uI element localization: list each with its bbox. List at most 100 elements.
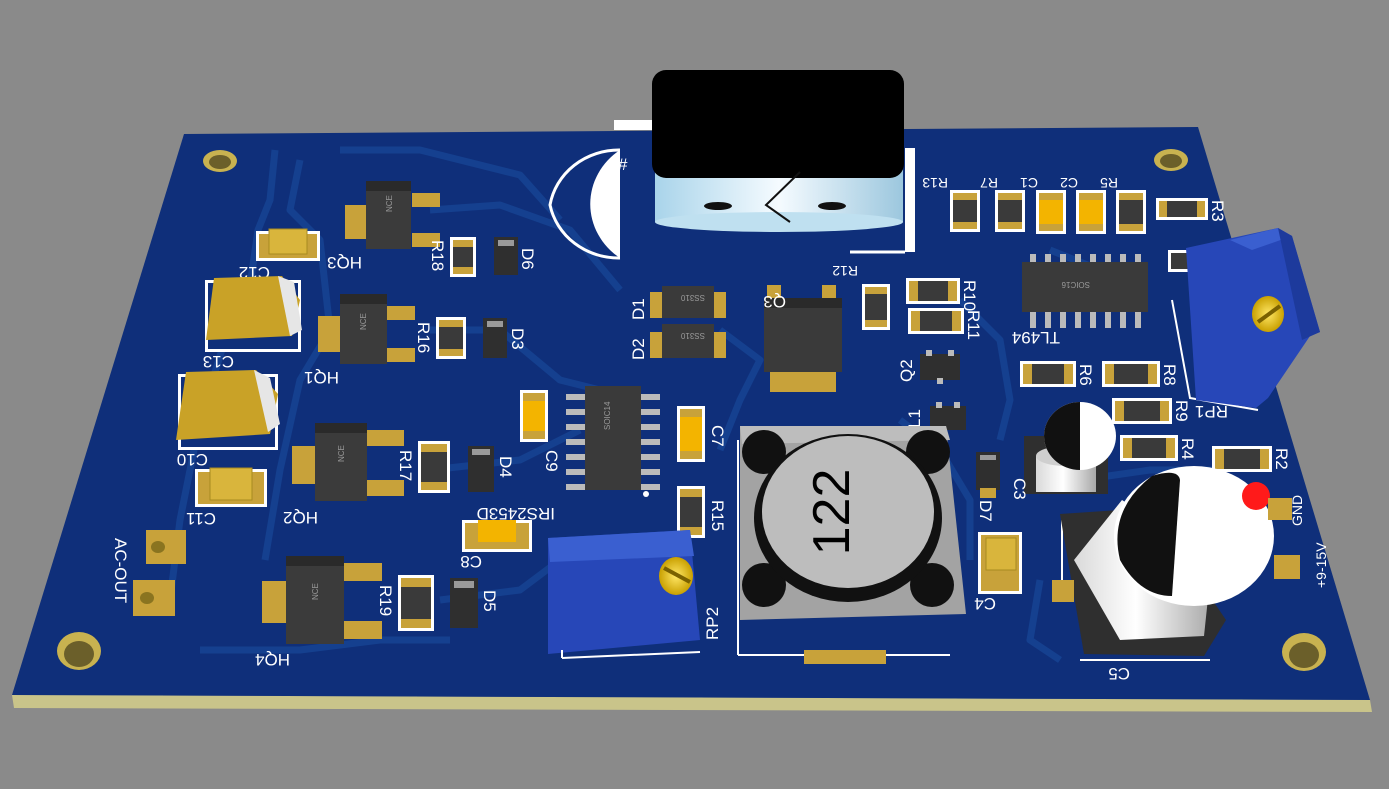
r19-label: R19 [376,585,395,616]
resistor-r13: R13 [922,175,980,232]
resistor-r6: R6 [1020,361,1095,387]
transistor-hq1: NCE HQ1 [304,294,415,387]
capacitor-c13: C13 [203,276,302,371]
d2-label: D2 [629,338,648,360]
resistor-r9: R9 [1112,398,1191,424]
diode-d6: D6 [494,237,537,275]
d5-label: D5 [480,590,499,612]
resistor-r3: R3 [1156,198,1227,222]
capacitor-c5: C5 [1052,466,1274,683]
capacitor-c10: C10 [176,370,280,469]
r11-label: R11 [964,310,983,340]
trimmer-rp1: RP1 [1171,228,1320,421]
c6-top [652,70,904,178]
diode-d4: D4 [468,446,515,492]
q2-label: Q2 [897,359,916,382]
c10-label: C10 [177,450,208,469]
d1-label: D1 [629,298,648,320]
resistor-r15: R15 [677,486,727,538]
mounting-hole [203,150,237,172]
r18-label: R18 [428,240,447,271]
c6-plus-mark: # [618,155,628,174]
capacitor-c8: C8 [460,520,532,571]
r15-label: R15 [708,500,727,531]
tl494-label: TL494 [1012,328,1060,347]
d3-label: D3 [508,328,527,350]
resistor-r18: R18 [428,237,476,277]
board-edge [12,695,1372,712]
diode-d2: SS310 D2 [629,324,726,360]
hq2-label: HQ2 [283,508,318,527]
r12-label: R12 [832,263,858,279]
d6-label: D6 [518,248,537,270]
gnd-label: GND [1289,495,1305,526]
resistor-r12: R12 [832,263,890,330]
c13-label: C13 [203,352,234,371]
svg-text:NCE: NCE [311,583,320,600]
d1-part-mark: SS310 [680,293,705,302]
l1-label: L1 [905,409,924,428]
capacitor-c7: C7 [677,406,727,462]
resistor-r5: R5 [1100,175,1146,234]
c6-label: C6 [588,200,607,222]
capacitor-c3: C3 [1010,402,1116,500]
capacitor-c2: C2 [1060,175,1106,234]
r9-label: R9 [1172,400,1191,422]
r4-label: R4 [1178,438,1197,460]
c7-label: C7 [708,425,727,447]
r2-label: R2 [1272,448,1291,470]
svg-text:NCE: NCE [337,445,346,462]
r17-label: R17 [396,450,415,481]
c2-label: C2 [1060,175,1078,191]
diode-d7: D7 [976,452,1000,522]
r5-label: R5 [1100,175,1118,191]
r13-label: R13 [922,175,948,191]
ic-irs2453d: SOIC14 IRS2453D [477,386,660,523]
capacitor-c4: C4 [974,532,1022,613]
resistor-r8: R8 [1102,361,1179,387]
connector-ac-out: AC-OUT [111,530,186,616]
diode-d5: D5 [450,578,499,628]
transistor-q2: Q2 [897,350,960,384]
c1-label: C1 [1020,175,1038,191]
resistor-r2: R2 [1212,446,1291,472]
vin-label: +9-15V [1313,542,1329,588]
resistor-r17: R17 [396,441,450,493]
resistor-r16: R16 [414,317,466,359]
hq4-label: HQ4 [255,650,290,669]
tl494-package-mark: SOIC16 [1061,280,1090,289]
irs2453d-label: IRS2453D [477,504,555,523]
resistor-r19: R19 [376,575,434,631]
transistor-hq2: NCE HQ2 [283,423,404,527]
capacitor-c6: C6 # [548,70,915,260]
r10-label: R10 [960,280,979,311]
connector-power: GND +9-15V [1268,495,1329,588]
r7-label: R7 [980,175,998,191]
d2-part-mark: SS310 [680,331,705,340]
c5-label: C5 [1108,664,1130,683]
resistor-r10: R10 [906,278,979,311]
irs2453d-package-mark: SOIC14 [603,401,612,430]
d7-label: D7 [976,500,995,522]
r8-label: R8 [1160,364,1179,386]
d4-label: D4 [496,456,515,478]
c3-label: C3 [1010,478,1029,500]
mounting-hole [57,632,101,670]
inductor-main: 122 [737,426,966,664]
resistor-r7: R7 [980,175,1025,232]
r6-label: R6 [1076,364,1095,386]
r16-label: R16 [414,322,433,353]
mounting-holes [57,149,1326,671]
hq3-label: HQ3 [327,253,362,272]
transistor-q3: Q3 [763,285,842,392]
resistor-r4: R4 [1120,435,1197,461]
hq1-label: HQ1 [304,368,339,387]
capacitor-c11: C11 [186,467,267,528]
inductor-value: 122 [803,469,861,556]
rp1-label: RP1 [1195,402,1228,421]
capacitor-c1: C1 [1020,175,1066,234]
ic-tl494: SOIC16 TL494 [1012,254,1148,347]
diode-d1: SS310 D1 [629,286,726,320]
svg-text:NCE: NCE [359,313,368,330]
